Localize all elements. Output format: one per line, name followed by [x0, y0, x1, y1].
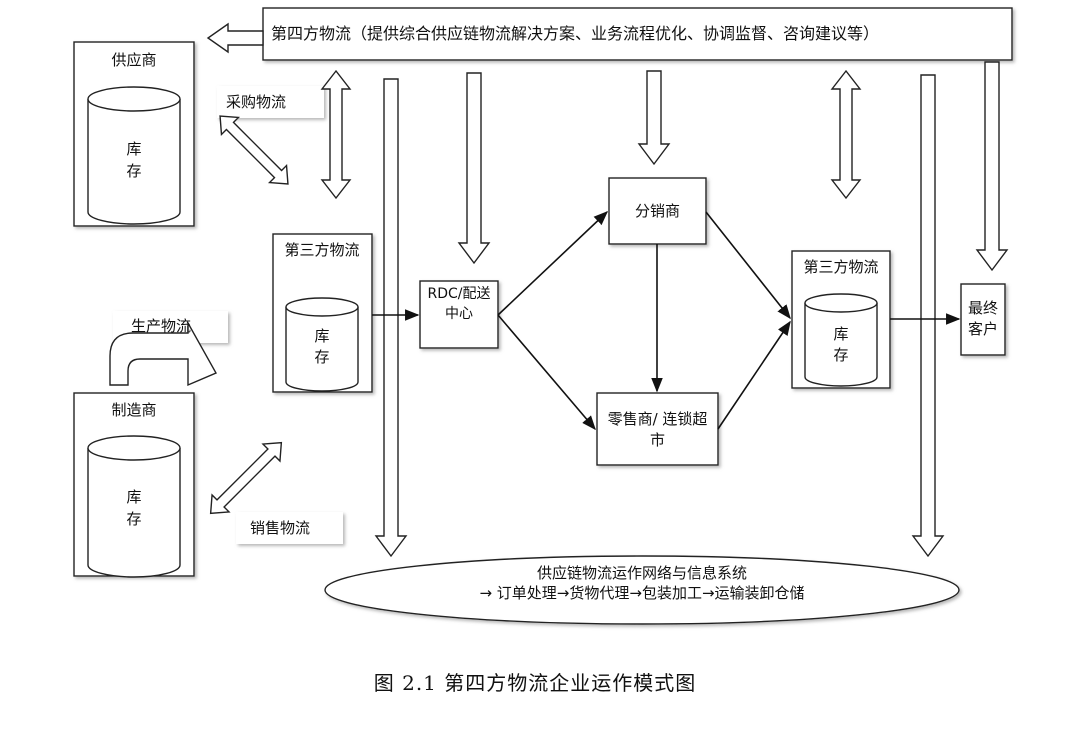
procurement-flow-label: 采购物流: [226, 93, 287, 111]
down-arrow-to-final-customer: [975, 61, 1009, 272]
fourth-party-logistics-label: 第四方物流（提供综合供应链物流解决方案、业务流程优化、协调监督、咨询建议等）: [271, 24, 880, 43]
sales-flow-label: 销售物流: [250, 519, 311, 537]
double-arrow-left: [320, 69, 352, 200]
down-arrow-to-network-right: [911, 74, 945, 558]
retailer-label: 零售商/ 连锁超市: [607, 410, 708, 449]
manufacturer-inventory: 库存: [126, 488, 142, 528]
retailer-box: [596, 392, 719, 466]
fourth-party-logistics-box: [262, 7, 1013, 61]
rdc-label: RDC/配送中心: [427, 286, 491, 322]
manufacturer-title: 制造商: [111, 401, 157, 419]
network-ellipse: [324, 555, 960, 625]
distributor-label: 分销商: [634, 202, 680, 220]
third-party-right-cylinder: [804, 293, 878, 387]
distributor-box: [608, 177, 707, 245]
supplier-inventory: 库存: [126, 140, 142, 180]
sales-double-arrow: [209, 441, 283, 515]
double-arrow-right: [830, 69, 862, 200]
production-flow-curved-arrow: [109, 320, 217, 387]
third-party-right-inventory: 库存: [833, 325, 849, 364]
manufacturer-cylinder: [87, 435, 181, 578]
final-customer-box: [960, 283, 1006, 356]
arrow-retailer-to-tpl-right: [717, 320, 791, 430]
arrow-distributor-to-tpl-right: [705, 211, 791, 320]
production-flow-label: 生产物流: [131, 317, 192, 335]
third-party-logistics-right-title: 第三方物流: [803, 258, 879, 276]
arrow-rdc-to-retailer: [497, 314, 596, 431]
supplier-cylinder: [87, 86, 181, 225]
third-party-left-inventory: 库存: [314, 327, 330, 366]
network-steps: → 订单处理→货物代理→包装加工→运输装卸仓储: [479, 584, 805, 602]
supplier-title: 供应商: [111, 51, 157, 69]
down-arrow-to-distributor: [637, 70, 671, 166]
rdc-box: [419, 280, 499, 349]
procurement-double-arrow: [219, 115, 289, 185]
down-arrow-to-rdc: [457, 72, 491, 265]
down-arrow-to-network-left: [374, 78, 408, 558]
third-party-logistics-left-title: 第三方物流: [284, 241, 360, 259]
header-left-arrow: [206, 22, 264, 54]
third-party-left-cylinder: [285, 297, 359, 392]
network-title: 供应链物流运作网络与信息系统: [536, 564, 747, 582]
arrow-rdc-to-distributor: [497, 211, 609, 316]
final-customer-label: 最终客户: [967, 299, 998, 338]
figure-caption: 图 2.1 第四方物流企业运作模式图: [373, 671, 697, 695]
